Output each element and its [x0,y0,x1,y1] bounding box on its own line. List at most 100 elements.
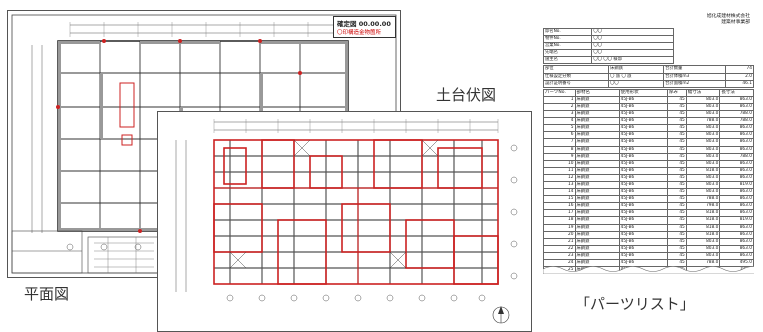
meta-cell: 〇〇 [592,50,673,57]
table-cell: 45 [667,146,686,153]
meta-row: 邸名No.〇〇 [544,29,674,36]
table-cell: 床鋼鉄 [575,111,619,118]
stamp-note: 〇印構造金物箇所 [337,28,392,36]
table-cell: 45J-B6 [619,111,667,118]
table-cell: 45 [667,103,686,110]
table-cell: 798.0 [686,203,720,210]
table-cell: 床鋼鉄 [575,167,619,174]
table-cell: 9 [544,153,576,160]
foundation-plan-drawing [158,112,531,331]
table-cell: 45 [667,224,686,231]
table-cell: 床鋼鉄 [575,160,619,167]
col-header: 長寸法 [720,89,754,96]
summary-cell: 合計体積m3 [664,73,725,80]
table-cell: 床鋼鉄 [575,132,619,139]
table-cell: 12 [544,174,576,181]
table-cell: 45 [667,196,686,203]
table-cell: 45J-B6 [619,153,667,160]
table-cell: 803.0 [686,125,720,132]
meta-cell: 〇〇 [592,43,673,50]
table-cell: 863.0 [720,160,754,167]
floor-plan-stamp: 確定図 00.00.00 〇印構造金物箇所 [333,16,396,38]
table-cell: 45J-B6 [619,217,667,224]
summary-cell: 仕様設定分類 [544,73,609,80]
table-cell: 803.0 [686,238,720,245]
table-cell: 2 [544,103,576,110]
table-cell: 803.0 [686,96,720,103]
table-cell: 床鋼鉄 [575,174,619,181]
table-cell: 45J-B6 [619,118,667,125]
table-cell: 863.0 [720,189,754,196]
table-cell: 床鋼鉄 [575,203,619,210]
table-cell: 11 [544,167,576,174]
table-cell: 818.0 [686,217,720,224]
table-cell: 床鋼鉄 [575,103,619,110]
table-cell: 803.0 [686,174,720,181]
table-cell: 45 [667,132,686,139]
table-cell: 788.0 [720,111,754,118]
table-cell: 45J-B6 [619,181,667,188]
meta-row: 物件No.〇〇 [544,36,674,43]
summary-cell: 〇 旅 〇 旅 [609,73,664,80]
table-cell: 床鋼鉄 [575,96,619,103]
foundation-plan-sheet [157,111,532,332]
table-cell: 45J-B6 [619,231,667,238]
table-cell: 803.0 [686,160,720,167]
col-header: 厚み [667,89,686,96]
table-cell: 45 [667,252,686,259]
table-cell: 19 [544,224,576,231]
table-cell: 818.0 [686,231,720,238]
caption-foundation-plan: 土台伏図 [436,84,496,105]
col-header: パーツNo. [544,89,576,96]
table-cell: 45J-B6 [619,174,667,181]
meta-cell: 〇〇 [592,29,673,36]
table-cell: 803.0 [686,245,720,252]
table-cell: 床鋼鉄 [575,252,619,259]
table-cell: 床鋼鉄 [575,125,619,132]
table-cell: 14 [544,189,576,196]
table-cell: 818.0 [686,210,720,217]
table-cell: 6 [544,132,576,139]
table-cell: 45 [667,111,686,118]
table-cell: 45 [667,231,686,238]
col-header: 部材名 [575,89,619,96]
table-cell: 45J-B6 [619,238,667,245]
table-cell: 18 [544,217,576,224]
table-cell: 818.0 [686,224,720,231]
table-cell: 45J-B6 [619,189,667,196]
table-cell: 863.0 [720,245,754,252]
table-cell: 21 [544,238,576,245]
table-cell: 8 [544,146,576,153]
table-cell: 17 [544,210,576,217]
table-cell: 788.0 [686,196,720,203]
table-cell: 803.0 [686,146,720,153]
table-cell: 床鋼鉄 [575,118,619,125]
table-cell: 45 [667,160,686,167]
table-cell: 45 [667,153,686,160]
table-cell: 45 [667,174,686,181]
table-cell: 5 [544,125,576,132]
parts-list-sheet: 旭化成建材株式会社 建築材事業部 邸名No.〇〇物件No.〇〇営業No.〇〇先端… [543,10,754,274]
table-cell: 45J-B6 [619,210,667,217]
table-cell: 863.0 [720,132,754,139]
table-cell: 863.0 [720,238,754,245]
table-cell: 45J-B6 [619,196,667,203]
meta-cell: 先端名 [544,50,592,57]
table-cell: 7 [544,139,576,146]
meta-cell: 〇〇 [592,36,673,43]
summary-cell: 合計数量 [664,66,725,73]
